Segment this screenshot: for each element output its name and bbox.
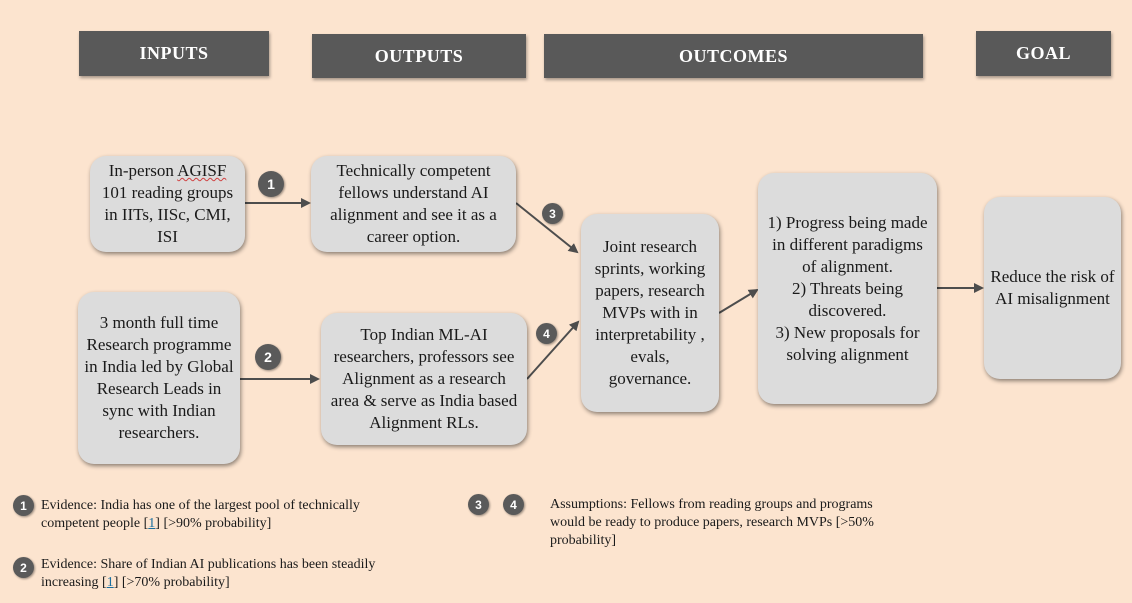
- badge-3: 3: [542, 203, 563, 224]
- assumptions-badge-3: 3: [468, 494, 489, 515]
- arrow-outcome1-outcome2: [718, 288, 759, 314]
- arrow-output1-outcome1: [515, 202, 579, 254]
- outcome-progress-text: 1) Progress being made in different para…: [764, 212, 931, 366]
- outcome-progress-line-2: 2) Threats being discovered.: [791, 278, 904, 320]
- outcome-research-sprints-box: Joint research sprints, working papers, …: [581, 214, 719, 412]
- header-goal: GOAL: [976, 31, 1111, 76]
- output-fellows-text: Technically competent fellows understand…: [330, 161, 497, 246]
- output-researchers-box: Top Indian ML-AI researchers, professors…: [321, 313, 527, 445]
- outcome-progress-line-1: 1) Progress being made in different para…: [767, 212, 928, 276]
- output-fellows-box: Technically competent fellows understand…: [311, 156, 516, 252]
- badge-1: 1: [258, 171, 284, 197]
- evidence-1-badge: 1: [13, 495, 34, 516]
- input-research-programme-box: 3 month full time Research programme in …: [78, 292, 240, 464]
- input-reading-groups-box: In-person AGISF 101 reading groups in II…: [90, 156, 245, 252]
- evidence-2-note: Evidence: Share of Indian AI publication…: [41, 557, 376, 590]
- assumptions-note: Assumptions: Fellows from reading groups…: [550, 497, 874, 548]
- input-reading-groups-text: In-person AGISF 101 reading groups in II…: [101, 161, 234, 246]
- badge-4: 4: [536, 323, 557, 344]
- header-inputs: INPUTS: [79, 31, 269, 76]
- outcome-progress-box: 1) Progress being made in different para…: [758, 173, 937, 404]
- agisf-term: AGISF: [177, 161, 227, 180]
- outcome-research-sprints-text: Joint research sprints, working papers, …: [594, 237, 706, 388]
- evidence-1-ref-link[interactable]: 1: [148, 516, 156, 531]
- badge-2: 2: [255, 344, 281, 370]
- evidence-2-badge: 2: [13, 557, 34, 578]
- header-outputs: OUTPUTS: [312, 34, 526, 78]
- input-research-programme-text: 3 month full time Research programme in …: [84, 313, 234, 442]
- outcome-progress-line-3: 3) New proposals for solving alignment: [775, 322, 920, 364]
- goal-box: Reduce the risk of AI misalignment: [984, 197, 1121, 379]
- evidence-2-ref-link[interactable]: 1: [106, 575, 114, 590]
- assumptions-badge-4: 4: [503, 494, 524, 515]
- header-outcomes: OUTCOMES: [544, 34, 923, 78]
- arrow-output2-outcome1: [526, 320, 580, 380]
- evidence-1-note: Evidence: India has one of the largest p…: [41, 498, 360, 531]
- output-researchers-text: Top Indian ML-AI researchers, professors…: [330, 325, 518, 432]
- goal-text: Reduce the risk of AI misalignment: [990, 267, 1115, 308]
